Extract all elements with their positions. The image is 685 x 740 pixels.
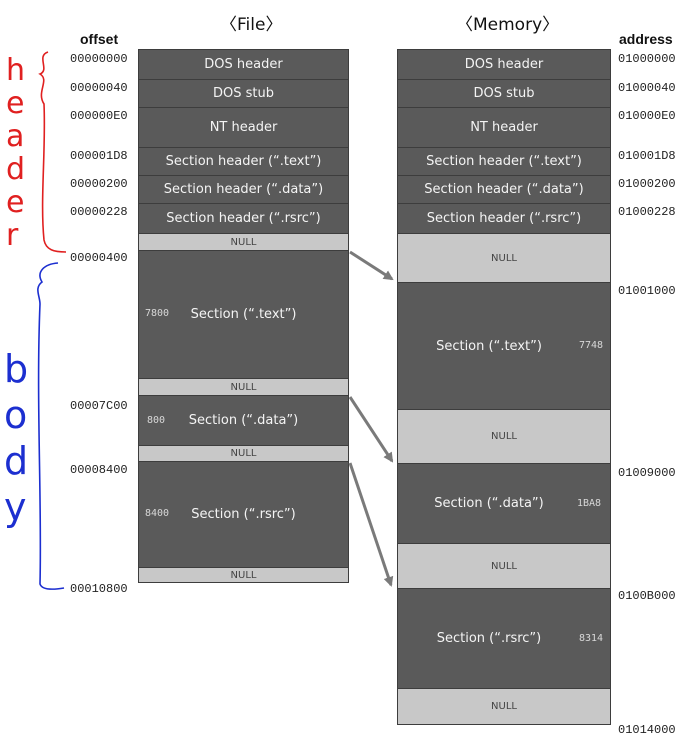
block-label: Section header (“.text”) bbox=[165, 154, 322, 169]
block-size: 7748 bbox=[579, 340, 604, 351]
mem-address: 01009000 bbox=[618, 466, 676, 480]
block-label: Section header (“.rsrc”) bbox=[166, 211, 321, 226]
file-section-header-rsrc: Section header (“.rsrc”) bbox=[138, 204, 349, 234]
block-label: NULL bbox=[491, 252, 517, 264]
body-letter: o bbox=[4, 393, 27, 437]
file-offset: 00000040 bbox=[70, 81, 128, 95]
block-size: 1BA8 bbox=[577, 498, 602, 509]
block-label: Section header (“.data”) bbox=[424, 182, 584, 197]
file-section-header-text: Section header (“.text”) bbox=[138, 148, 349, 176]
header-letter: e bbox=[6, 86, 24, 121]
file-nt-header: NT header bbox=[138, 108, 349, 148]
mem-address: 01000000 bbox=[618, 52, 676, 66]
mem-address: 01000040 bbox=[618, 81, 676, 95]
block-label: NULL bbox=[491, 560, 517, 572]
block-size: 8314 bbox=[579, 633, 604, 644]
mem-section-rsrc: Section (“.rsrc”) 8314 bbox=[397, 589, 611, 689]
body-letter: d bbox=[4, 439, 28, 483]
block-size: 7800 bbox=[145, 308, 170, 319]
header-letter: d bbox=[6, 152, 25, 187]
block-label: DOS stub bbox=[473, 86, 535, 101]
mem-section-header-rsrc: Section header (“.rsrc”) bbox=[397, 204, 611, 234]
mem-address: 01014000 bbox=[618, 723, 676, 737]
mem-address: 01001000 bbox=[618, 284, 676, 298]
header-letter: r bbox=[6, 218, 19, 253]
block-label: Section (“.text”) bbox=[190, 307, 297, 322]
mem-address: 01000228 bbox=[618, 205, 676, 219]
file-offset: 00000228 bbox=[70, 205, 128, 219]
header-letter: e bbox=[6, 185, 24, 220]
block-label: NT header bbox=[470, 120, 538, 135]
mem-address: 010000E0 bbox=[618, 109, 676, 123]
header-letter: a bbox=[6, 119, 24, 154]
block-label: Section (“.data”) bbox=[434, 496, 544, 511]
mem-section-text: Section (“.text”) 7748 bbox=[397, 283, 611, 410]
mem-address: 0100B000 bbox=[618, 589, 676, 603]
file-offset: 000000E0 bbox=[70, 109, 128, 123]
file-null-block: NULL bbox=[138, 446, 349, 462]
block-size: 800 bbox=[147, 415, 166, 426]
mem-nt-header: NT header bbox=[397, 108, 611, 148]
block-label: Section header (“.text”) bbox=[426, 154, 582, 169]
file-null-block: NULL bbox=[138, 379, 349, 396]
mem-section-header-text: Section header (“.text”) bbox=[397, 148, 611, 176]
file-null-block: NULL bbox=[138, 234, 349, 251]
block-label: NULL bbox=[230, 236, 257, 248]
mem-null-block: NULL bbox=[397, 544, 611, 589]
header-letter: h bbox=[6, 53, 25, 88]
block-label: Section (“.rsrc”) bbox=[436, 631, 542, 646]
block-label: DOS header bbox=[464, 57, 544, 72]
text-section-mapping-arrow bbox=[349, 250, 394, 281]
block-label: NULL bbox=[491, 701, 517, 712]
mem-address: 010001D8 bbox=[618, 149, 676, 163]
block-label: NT header bbox=[209, 120, 278, 135]
file-offset: 00000200 bbox=[70, 177, 128, 191]
file-offset: 00010800 bbox=[70, 582, 128, 596]
data-section-mapping-arrow bbox=[348, 396, 394, 463]
address-column-label: address bbox=[619, 31, 673, 47]
file-section-header-data: Section header (“.data”) bbox=[138, 176, 349, 204]
file-offset: 00008400 bbox=[70, 463, 128, 477]
block-label: DOS stub bbox=[213, 86, 274, 101]
file-dos-header: DOS header bbox=[138, 49, 349, 80]
body-letter: b bbox=[4, 347, 28, 391]
file-offset: 00007C00 bbox=[70, 399, 128, 413]
file-section-data: 800 Section (“.data”) bbox=[138, 396, 349, 446]
file-offset: 00000400 bbox=[70, 251, 128, 265]
file-offset: 000001D8 bbox=[70, 149, 128, 163]
memory-title: 〈Memory〉 bbox=[456, 15, 560, 35]
block-label: NULL bbox=[230, 448, 257, 459]
mem-dos-stub: DOS stub bbox=[397, 80, 611, 108]
body-brace-icon bbox=[37, 262, 65, 590]
block-label: NULL bbox=[491, 431, 517, 442]
block-label: NULL bbox=[230, 569, 257, 581]
block-label: NULL bbox=[230, 381, 257, 393]
mem-null-block: NULL bbox=[397, 689, 611, 725]
mem-address: 01000200 bbox=[618, 177, 676, 191]
offset-column-label: offset bbox=[80, 31, 119, 47]
file-offset: 00000000 bbox=[70, 52, 128, 66]
file-section-text: 7800 Section (“.text”) bbox=[138, 251, 349, 379]
header-brace-icon bbox=[38, 51, 67, 253]
file-null-block: NULL bbox=[138, 568, 349, 583]
mem-section-header-data: Section header (“.data”) bbox=[397, 176, 611, 204]
mem-section-data: Section (“.data”) 1BA8 bbox=[397, 464, 611, 544]
file-dos-stub: DOS stub bbox=[138, 80, 349, 108]
mem-null-block: NULL bbox=[397, 234, 611, 283]
mem-dos-header: DOS header bbox=[397, 49, 611, 80]
file-title: 〈File〉 bbox=[220, 15, 283, 35]
block-label: DOS header bbox=[204, 57, 283, 72]
rsrc-section-mapping-arrow bbox=[348, 462, 394, 587]
body-letter: y bbox=[4, 485, 27, 529]
block-label: Section header (“.rsrc”) bbox=[426, 211, 582, 226]
block-label: Section header (“.data”) bbox=[163, 182, 324, 197]
block-size: 8400 bbox=[145, 508, 170, 519]
mem-null-block: NULL bbox=[397, 410, 611, 464]
block-label: Section (“.data”) bbox=[188, 413, 299, 428]
file-section-rsrc: 8400 Section (“.rsrc”) bbox=[138, 462, 349, 568]
block-label: Section (“.text”) bbox=[436, 338, 542, 354]
block-label: Section (“.rsrc”) bbox=[191, 507, 296, 522]
